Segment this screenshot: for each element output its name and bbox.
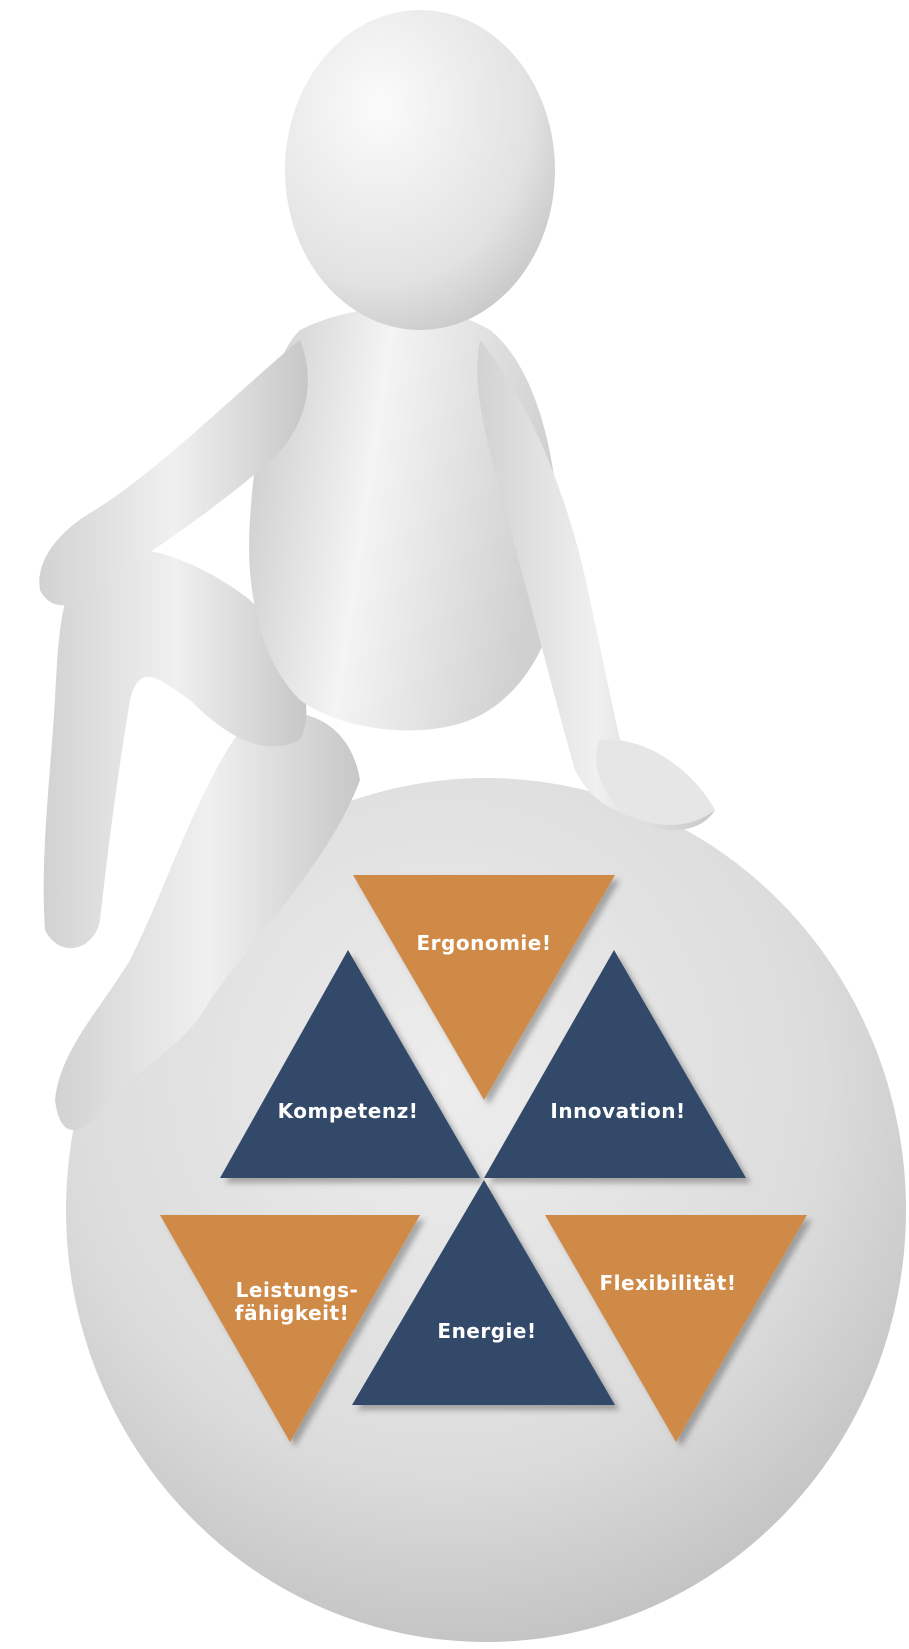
figure-right-hand bbox=[596, 739, 715, 825]
label-leistungsfaehigkeit-line1: Leistungs- bbox=[236, 1278, 359, 1302]
label-leistungsfaehigkeit-line2: fähigkeit! bbox=[235, 1301, 349, 1325]
triangle-ergonomie: Ergonomie! bbox=[353, 875, 615, 1100]
label-innovation: Innovation! bbox=[550, 1099, 685, 1123]
triangle-kompetenz: Kompetenz! bbox=[220, 950, 480, 1178]
label-energie: Energie! bbox=[437, 1319, 536, 1343]
label-ergonomie: Ergonomie! bbox=[417, 931, 552, 955]
triangle-leistungsfaehigkeit: Leistungs- fähigkeit! bbox=[160, 1215, 420, 1442]
label-kompetenz: Kompetenz! bbox=[278, 1099, 419, 1123]
figure-right-arm bbox=[477, 340, 715, 831]
triangle-cluster: Ergonomie! Kompetenz! Innovation! Leistu… bbox=[160, 875, 807, 1442]
figure-lower-leg bbox=[55, 712, 360, 1130]
triangle-energie: Energie! bbox=[352, 1180, 615, 1405]
figure-left-arm bbox=[39, 340, 308, 606]
triangle-innovation: Innovation! bbox=[484, 950, 746, 1178]
label-flexibilitaet: Flexibilität! bbox=[600, 1271, 737, 1295]
figure bbox=[39, 10, 715, 1130]
triangle-flexibilitaet: Flexibilität! bbox=[545, 1215, 807, 1442]
figure-raised-leg bbox=[43, 547, 307, 949]
figure-head bbox=[285, 10, 555, 330]
